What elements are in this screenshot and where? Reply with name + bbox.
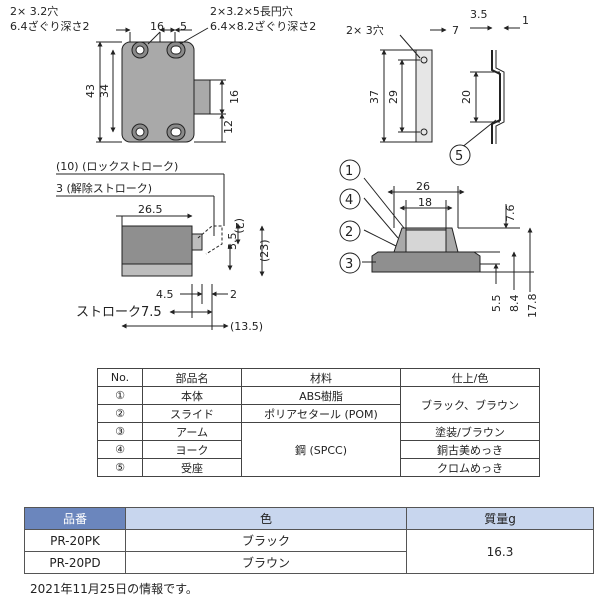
dim-7-6: 7.6 — [504, 205, 517, 223]
dim-16: 16 — [150, 20, 164, 33]
callout-1: 1 — [345, 164, 353, 179]
dim-5-5: 5.5 — [226, 233, 239, 251]
dim-12: 12 — [222, 120, 235, 134]
product-code: PR-20PD — [24, 551, 126, 574]
product-header-mass: 質量g — [406, 507, 594, 530]
dim-16-vertical: 16 — [228, 90, 241, 104]
technical-drawing: 2× 3.2穴 6.4ざぐり深さ2 2×3.2×5長円穴 6.4×8.2ざぐり深… — [10, 4, 539, 333]
table-row: ⑤ 受座 クロムめっき — [97, 458, 540, 477]
part-name: ヨーク — [142, 440, 242, 459]
part-no: ② — [97, 404, 143, 423]
dim-5: 5 — [180, 20, 187, 33]
part-name: スライド — [142, 404, 242, 423]
part-no: ③ — [97, 422, 143, 441]
parts-header-material: 材料 — [241, 368, 401, 387]
callout-5-circle — [449, 144, 471, 166]
dim-8-4: 8.4 — [508, 295, 521, 313]
part-no: ④ — [97, 440, 143, 459]
table-row: ④ ヨーク 銅古美めっき — [97, 440, 540, 459]
dim-5-5-bottom: 5.5 — [490, 295, 503, 313]
part-finish: クロムめっき — [400, 458, 540, 477]
part-name: 本体 — [142, 386, 242, 405]
table-row: PR-20PD ブラウン — [24, 551, 594, 574]
product-mass: 16.3 — [406, 529, 594, 574]
dim-43: 43 — [84, 84, 97, 98]
product-header-code: 品番 — [24, 507, 126, 530]
dim-2-paren: (2) — [233, 218, 246, 234]
parts-header-finish: 仕上/色 — [400, 368, 540, 387]
callout-2: 2 — [345, 225, 353, 240]
release-stroke-label: 3 (解除ストローク) — [56, 181, 152, 195]
lock-stroke-label: (10) (ロックストローク) — [56, 160, 178, 173]
callouts — [339, 159, 361, 274]
dim-23-paren: (23) — [258, 239, 271, 262]
dim-1: 1 — [522, 14, 529, 27]
dim-4-5: 4.5 — [156, 288, 174, 301]
callout-3: 3 — [345, 257, 353, 272]
bracket-side-view — [380, 25, 520, 153]
callout-5: 5 — [455, 149, 463, 164]
dim-26: 26 — [416, 180, 430, 193]
dim-20: 20 — [460, 90, 473, 104]
parts-header-no: No. — [97, 368, 143, 387]
part-name: 受座 — [142, 458, 242, 477]
part-material: ABS樹脂 — [241, 386, 401, 405]
part-finish: 銅古美めっき — [400, 440, 540, 459]
dim-3-5: 3.5 — [470, 8, 488, 21]
callout-4: 4 — [345, 193, 353, 208]
parts-table: No. 部品名 材料 仕上/色 ① 本体 ABS樹脂 ブラック、ブラウン ② ス… — [97, 368, 540, 477]
dim-18: 18 — [418, 196, 432, 209]
front-view — [96, 27, 226, 143]
part-finish: 塗装/ブラウン — [400, 422, 540, 441]
stroke-view — [56, 173, 265, 330]
hole-b-label-1: 2×3.2×5長円穴 — [210, 4, 293, 18]
table-row: ③ アーム 鋼 (SPCC) 塗装/ブラウン — [97, 422, 540, 477]
product-color: ブラウン — [125, 551, 407, 574]
dim-7: 7 — [452, 24, 459, 37]
stroke-label: ストローク7.5 — [76, 305, 162, 320]
parts-header-name: 部品名 — [142, 368, 242, 387]
dim-13-5-paren: (13.5) — [230, 320, 263, 333]
dim-34: 34 — [98, 84, 111, 98]
dim-26-5: 26.5 — [138, 203, 163, 216]
dim-17-8: 17.8 — [526, 294, 539, 319]
hole-b-label-2: 6.4×8.2ざぐり深さ2 — [210, 19, 316, 33]
part-material-merged: 鋼 (SPCC) — [241, 422, 401, 477]
product-table: 品番 色 質量g PR-20PK ブラック 16.3 PR-20PD ブラウン — [24, 507, 594, 574]
part-no: ⑤ — [97, 458, 143, 477]
part-finish-merged: ブラック、ブラウン — [400, 386, 540, 423]
table-row: PR-20PK ブラック 16.3 — [24, 529, 594, 574]
hole-a-label-1: 2× 3.2穴 — [10, 4, 58, 18]
hole-a-label-2: 6.4ざぐり深さ2 — [10, 19, 90, 33]
product-color: ブラック — [125, 529, 407, 552]
bottom-view — [362, 177, 534, 292]
info-date-note: 2021年11月25日の情報です。 — [30, 582, 198, 596]
product-header-color: 色 — [125, 507, 407, 530]
dim-2: 2 — [230, 288, 237, 301]
dim-29: 29 — [387, 90, 400, 104]
product-code: PR-20PK — [24, 529, 126, 552]
part-material: ポリアセタール (POM) — [241, 404, 401, 423]
part-name: アーム — [142, 422, 242, 441]
dim-37: 37 — [368, 90, 381, 104]
hole-c-label: 2× 3穴 — [346, 23, 384, 37]
table-row: ① 本体 ABS樹脂 ブラック、ブラウン — [97, 386, 540, 423]
part-no: ① — [97, 386, 143, 405]
